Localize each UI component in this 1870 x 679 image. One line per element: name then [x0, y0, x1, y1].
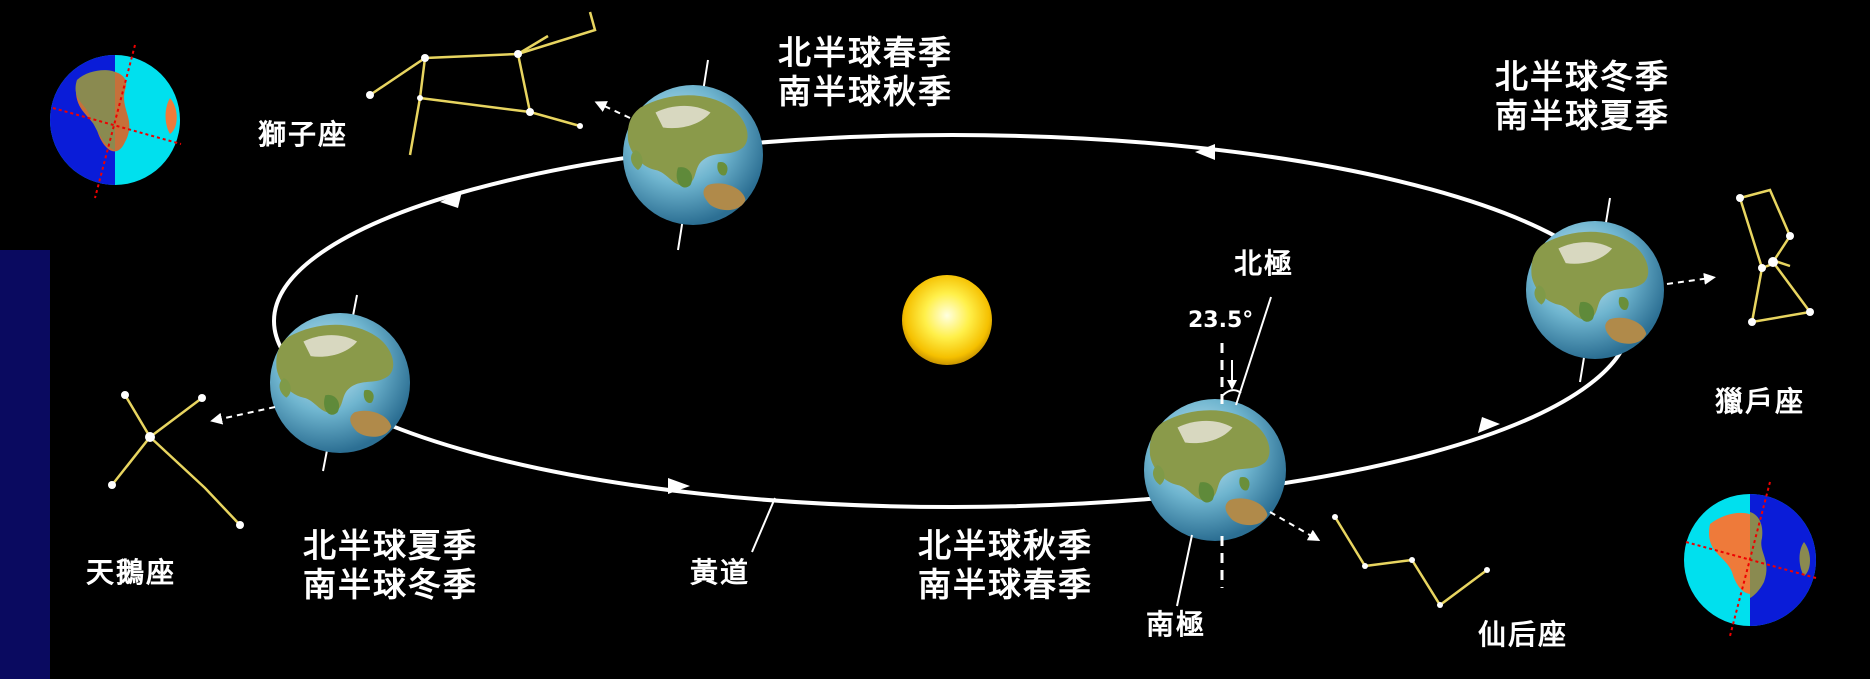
constellation-label-leo: 獅子座: [258, 118, 349, 151]
season-summer-line1: 北半球夏季: [303, 526, 478, 565]
season-spring-line1: 北半球春季: [778, 33, 953, 72]
leo-stars: [366, 50, 583, 129]
orion-constellation: [1738, 188, 1813, 324]
constellation-label-cygnus: 天鵝座: [86, 556, 177, 589]
arrow-to-cassiopeia: [1269, 511, 1321, 542]
ecliptic-pointer: [751, 497, 776, 553]
daynight-globe-left: [50, 44, 182, 199]
earth-summer: [270, 294, 410, 472]
cygnus-stars: [108, 391, 244, 529]
north-pole-label: 北極: [1234, 247, 1295, 280]
earth-spring: [623, 59, 763, 251]
earth-winter: [1526, 197, 1664, 383]
season-summer-line2: 南半球冬季: [303, 564, 478, 604]
arrow-to-orion: [1666, 272, 1716, 285]
season-label-spring: 北半球春季 南半球秋季: [778, 33, 953, 112]
season-autumn-line1: 北半球秋季: [918, 526, 1093, 565]
leo-constellation: [369, 11, 597, 156]
season-autumn-line2: 南半球春季: [918, 564, 1093, 604]
season-spring-line2: 南半球秋季: [778, 71, 953, 111]
season-winter-line1: 北半球冬季: [1495, 57, 1670, 96]
sun: [902, 275, 992, 365]
orbit-arrow-bottom: [668, 478, 690, 494]
south-pole-label: 南極: [1146, 608, 1207, 641]
season-label-summer: 北半球夏季 南半球冬季: [303, 526, 478, 605]
earth-autumn: [1144, 399, 1286, 541]
south-pole-pointer: [1176, 534, 1193, 607]
side-strip: [0, 250, 50, 679]
orbit-arrow-upper-left: [440, 191, 462, 208]
orbit-arrow-top: [1195, 144, 1215, 160]
constellation-label-orion: 獵戶座: [1715, 385, 1806, 418]
arrow-to-leo: [594, 101, 631, 119]
orbit-arrow-lower-right: [1478, 417, 1500, 433]
north-pole-axis: [1235, 296, 1272, 406]
cygnus-constellation: [111, 394, 241, 526]
ecliptic-label: 黃道: [690, 556, 751, 589]
season-label-winter: 北半球冬季 南半球夏季: [1495, 57, 1670, 136]
cassiopeia-stars: [1332, 514, 1490, 608]
season-winter-line2: 南半球夏季: [1495, 95, 1670, 135]
constellation-label-cassiopeia: 仙后座: [1478, 618, 1569, 651]
tilt-angle-arc: [1221, 389, 1242, 397]
daynight-globe-right: [1684, 481, 1817, 637]
arrow-to-cygnus: [210, 406, 276, 425]
tilt-angle-label: 23.5°: [1188, 308, 1254, 333]
orion-stars: [1736, 194, 1814, 326]
season-label-autumn: 北半球秋季 南半球春季: [918, 526, 1093, 605]
tilt-pointer-arrowhead: [1227, 380, 1237, 390]
